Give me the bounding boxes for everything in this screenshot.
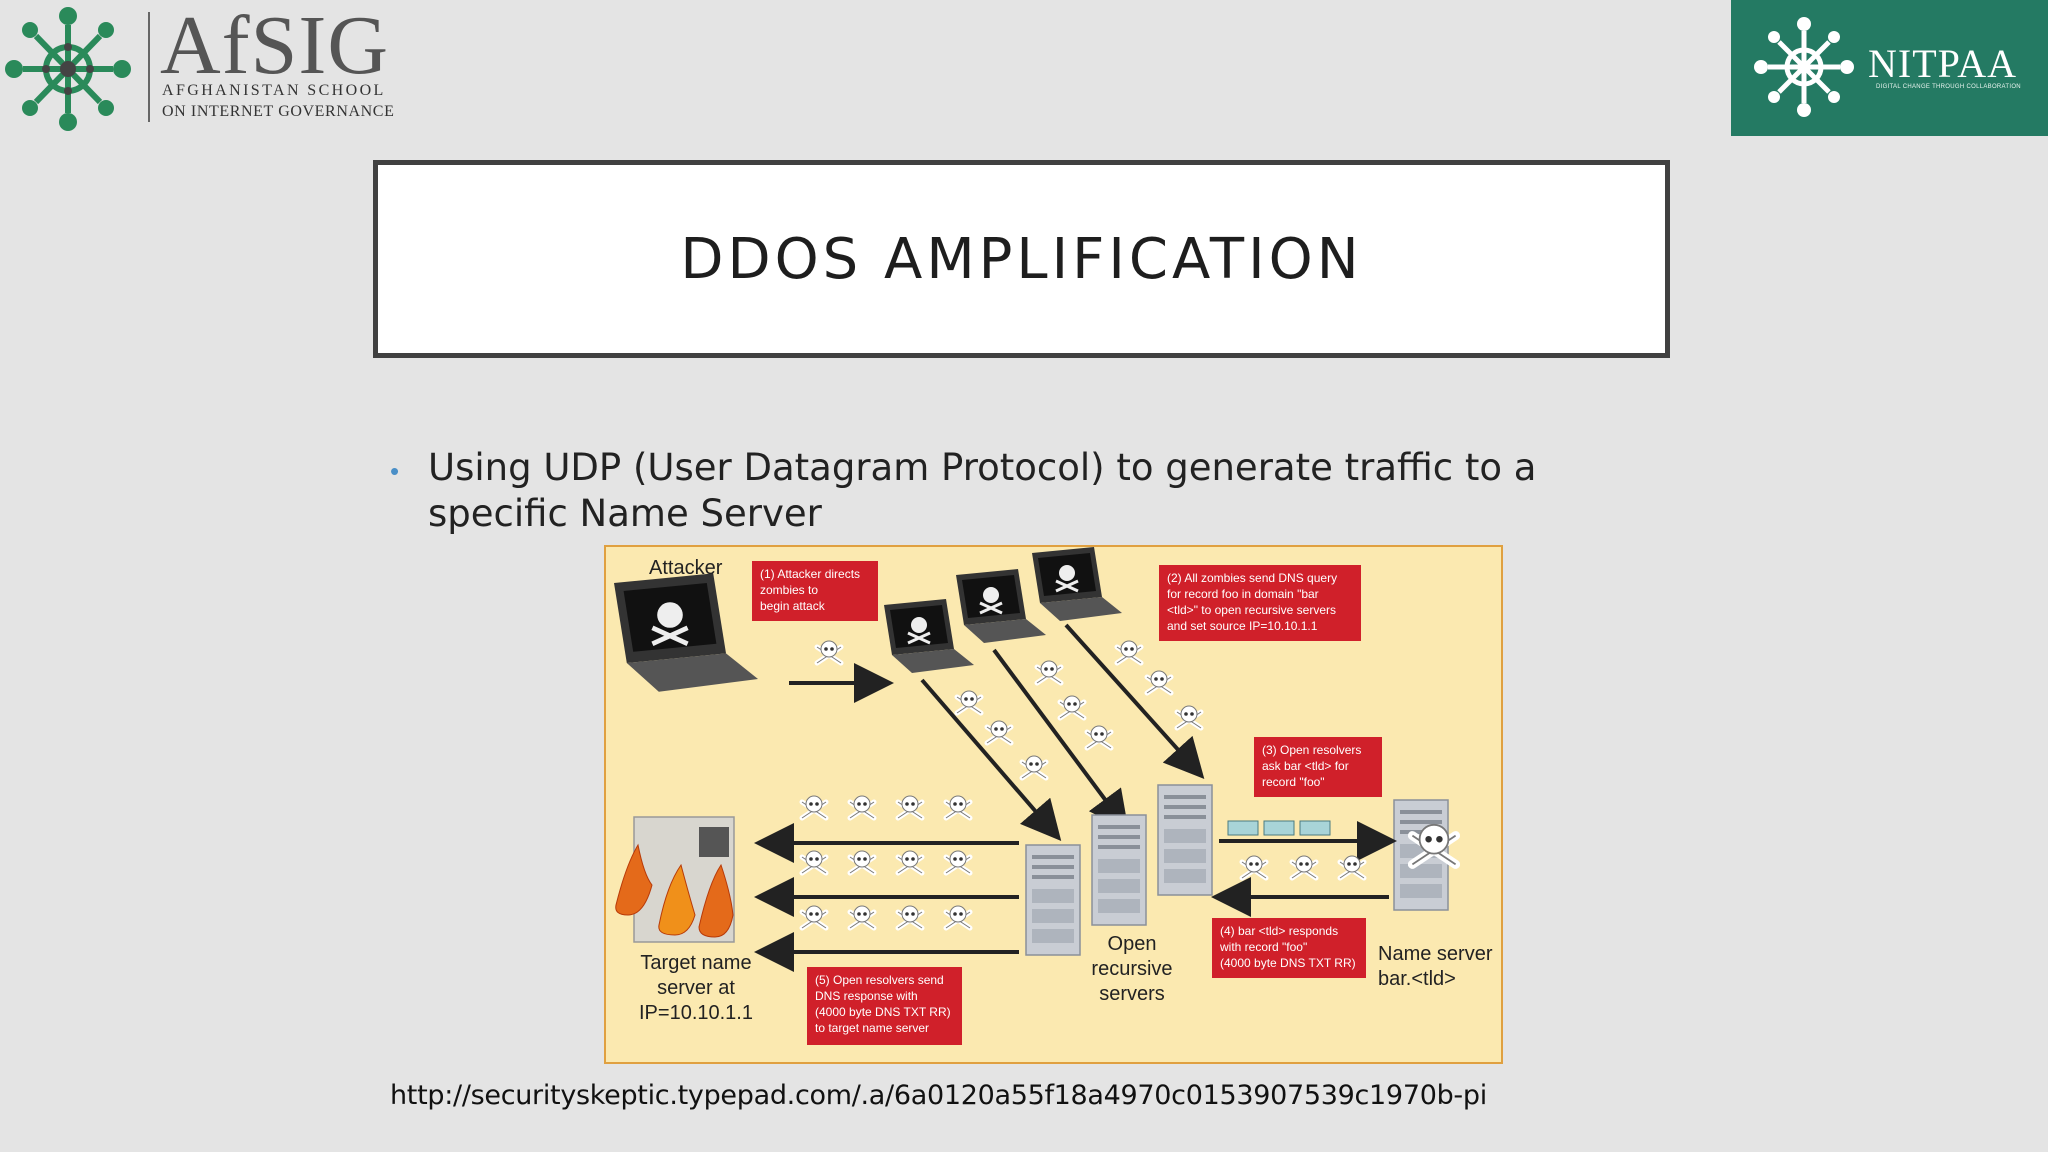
svg-text:begin attack: begin attack xyxy=(760,599,826,613)
callout-step1: (1) Attacker directs zombies to begin at… xyxy=(752,561,878,621)
svg-text:Target name: Target name xyxy=(640,952,751,974)
resolver-server-icon xyxy=(1091,814,1147,926)
afsig-emblem-icon xyxy=(5,7,131,131)
bullet-text: Using UDP (User Datagram Protocol) to ge… xyxy=(428,446,1537,535)
svg-text:(4000 byte DNS TXT RR): (4000 byte DNS TXT RR) xyxy=(1220,956,1356,970)
callout-step3: (3) Open resolvers ask bar <tld> for rec… xyxy=(1254,737,1382,797)
svg-text:Name server: Name server xyxy=(1378,943,1493,965)
afsig-subtitle-line1: AFGHANISTAN SCHOOL xyxy=(162,82,386,99)
svg-text:(4000 byte DNS TXT RR): (4000 byte DNS TXT RR) xyxy=(815,1005,951,1019)
nameserver-label: Name server bar.<tld> xyxy=(1378,943,1493,990)
target-server-icon xyxy=(615,816,735,943)
svg-text:(5) Open resolvers send: (5) Open resolvers send xyxy=(815,973,944,987)
svg-text:to target name server: to target name server xyxy=(815,1021,929,1035)
svg-text:(4) bar <tld> responds: (4) bar <tld> responds xyxy=(1220,924,1338,938)
nitpaa-logo: NITPAA DIGITAL CHANGE THROUGH COLLABORAT… xyxy=(1731,0,2048,136)
attacker-label: Attacker xyxy=(649,557,723,579)
resolvers-label: Open recursive servers xyxy=(1091,933,1172,1005)
afsig-wordmark: AfSIG xyxy=(160,0,389,92)
target-label: Target name server at IP=10.10.1.1 xyxy=(639,952,753,1024)
svg-text:(3) Open resolvers: (3) Open resolvers xyxy=(1262,743,1361,757)
svg-text:bar.<tld>: bar.<tld> xyxy=(1378,968,1456,990)
svg-text:with record "foo": with record "foo" xyxy=(1219,940,1307,954)
resolver-server-icon xyxy=(1025,844,1081,956)
callout-step4: (4) bar <tld> responds with record "foo"… xyxy=(1212,918,1366,978)
svg-text:server at: server at xyxy=(657,977,735,999)
svg-text:DNS response with: DNS response with xyxy=(815,989,918,1003)
resolver-server-icon xyxy=(1157,784,1213,896)
svg-text:(2) All zombies send DNS query: (2) All zombies send DNS query xyxy=(1167,571,1337,585)
callout-step5: (5) Open resolvers send DNS response wit… xyxy=(807,967,962,1045)
svg-text:(1) Attacker directs: (1) Attacker directs xyxy=(760,567,860,581)
svg-text:Open: Open xyxy=(1108,933,1157,955)
diagram-background xyxy=(604,545,1503,1064)
svg-text:for record foo in domain "bar: for record foo in domain "bar xyxy=(1167,587,1319,601)
nitpaa-emblem-icon xyxy=(1754,17,1854,117)
afsig-subtitle-line2: ON INTERNET GOVERNANCE xyxy=(162,103,395,120)
svg-text:servers: servers xyxy=(1099,983,1165,1005)
ddos-diagram: Attacker (1) Attacker directs xyxy=(604,545,1503,1064)
callout-step2: (2) All zombies send DNS query for recor… xyxy=(1159,565,1361,641)
slide-title: DDOS AMPLIFICATION xyxy=(680,226,1363,292)
svg-text:recursive: recursive xyxy=(1091,958,1172,980)
bullet-marker: • xyxy=(390,456,400,486)
afsig-logo: AfSIG AFGHANISTAN SCHOOL ON INTERNET GOV… xyxy=(0,0,420,140)
svg-text:and set source IP=10.10.1.1: and set source IP=10.10.1.1 xyxy=(1167,619,1318,633)
nitpaa-tagline: DIGITAL CHANGE THROUGH COLLABORATION xyxy=(1876,84,2021,90)
svg-text:IP=10.10.1.1: IP=10.10.1.1 xyxy=(639,1002,753,1024)
nitpaa-wordmark: NITPAA xyxy=(1868,41,2017,86)
logo-divider xyxy=(148,12,150,122)
svg-text:<tld>" to open recursive serve: <tld>" to open recursive servers xyxy=(1167,603,1336,617)
svg-text:ask bar <tld> for: ask bar <tld> for xyxy=(1262,759,1349,773)
source-url[interactable]: http://securityskeptic.typepad.com/.a/6a… xyxy=(390,1080,1487,1111)
svg-text:zombies to: zombies to xyxy=(760,583,818,597)
svg-text:record "foo": record "foo" xyxy=(1262,775,1325,789)
title-box: DDOS AMPLIFICATION xyxy=(373,160,1670,358)
